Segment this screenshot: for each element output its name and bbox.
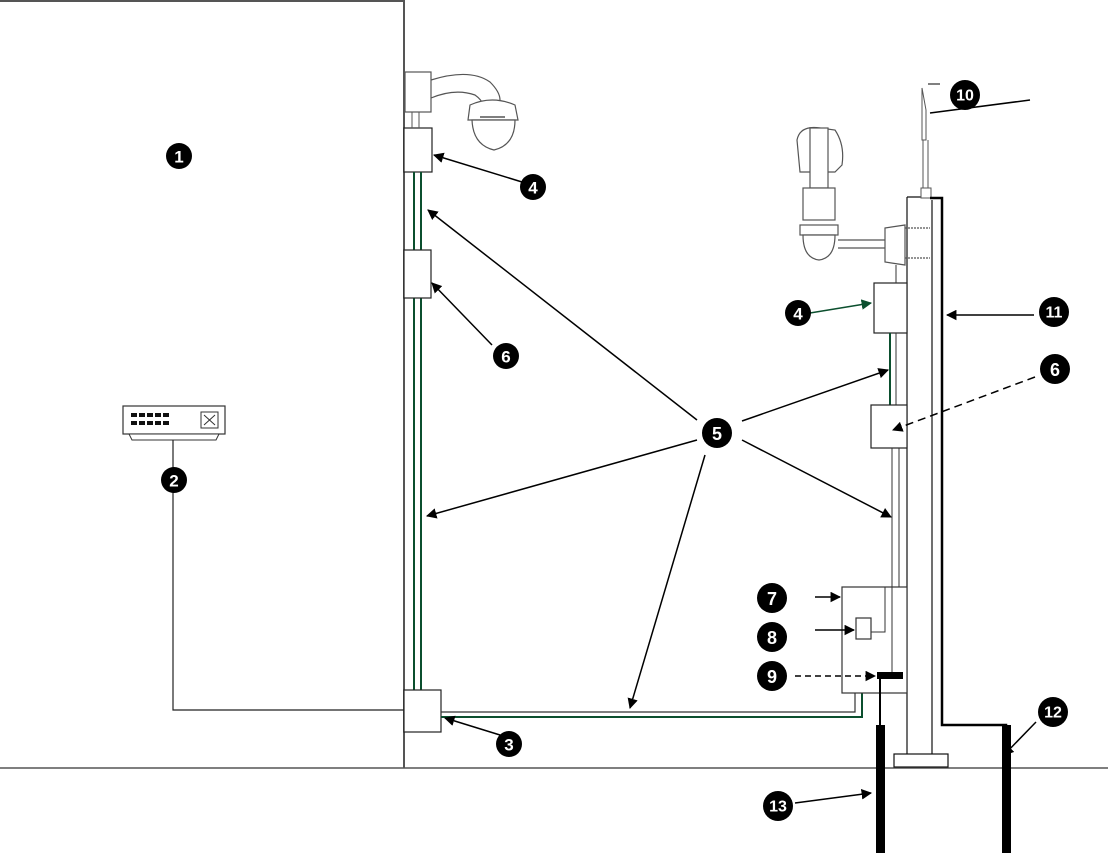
svg-text:2: 2: [169, 472, 178, 491]
wall-conduit: [413, 172, 422, 690]
junction-box-pole: [873, 282, 908, 334]
junction-box-wall-top: [403, 127, 433, 173]
badge-1: 1: [166, 143, 192, 169]
badge-4-pole: 4: [785, 300, 811, 326]
badge-12: 12: [1038, 697, 1068, 727]
badge-8: 8: [757, 622, 787, 652]
svg-text:3: 3: [504, 736, 513, 755]
svg-text:13: 13: [769, 799, 787, 816]
pull-box-pole: [870, 404, 908, 449]
junction-box-wall-bottom: [403, 689, 442, 733]
ptz-camera-icon: [796, 126, 930, 266]
building: [0, 0, 405, 768]
badge-7: 7: [757, 583, 787, 613]
svg-text:6: 6: [1050, 360, 1060, 380]
network-switch-icon: [122, 405, 226, 441]
badge-11: 11: [1039, 297, 1069, 327]
svg-text:8: 8: [767, 628, 777, 648]
badge-10: 10: [950, 80, 980, 110]
badge-2: 2: [161, 467, 187, 493]
pull-box-wall: [403, 249, 432, 299]
svg-text:12: 12: [1044, 705, 1062, 722]
badge-13: 13: [763, 791, 793, 821]
underground-cable-black: [441, 599, 860, 713]
badge-9: 9: [757, 661, 787, 691]
underground-cable-green: [441, 690, 863, 718]
svg-text:4: 4: [793, 305, 803, 324]
svg-text:4: 4: [528, 179, 538, 198]
down-conductor: [930, 196, 1008, 730]
network-cable: [172, 440, 404, 711]
surge-protector: [855, 617, 872, 640]
badge-3: 3: [496, 731, 522, 757]
ground-rod-12: [1002, 725, 1011, 853]
badge-4-wall: 4: [520, 174, 546, 200]
svg-text:7: 7: [767, 589, 777, 609]
leader-lines: [425, 83, 1037, 804]
badge-6-pole: 6: [1040, 354, 1070, 384]
svg-text:5: 5: [712, 424, 722, 444]
lightning-rod-icon: [920, 87, 932, 199]
svg-text:11: 11: [1046, 305, 1063, 322]
svg-text:9: 9: [767, 667, 777, 687]
badge-6-wall: 6: [493, 343, 519, 369]
ground-bar: [877, 672, 903, 679]
ground-rod-13: [876, 725, 885, 853]
svg-text:10: 10: [956, 88, 974, 105]
svg-text:1: 1: [174, 148, 183, 167]
svg-text:6: 6: [501, 348, 510, 367]
badge-5: 5: [702, 418, 732, 448]
dome-camera-icon: [404, 71, 519, 151]
leader-4-pole: [809, 299, 873, 314]
